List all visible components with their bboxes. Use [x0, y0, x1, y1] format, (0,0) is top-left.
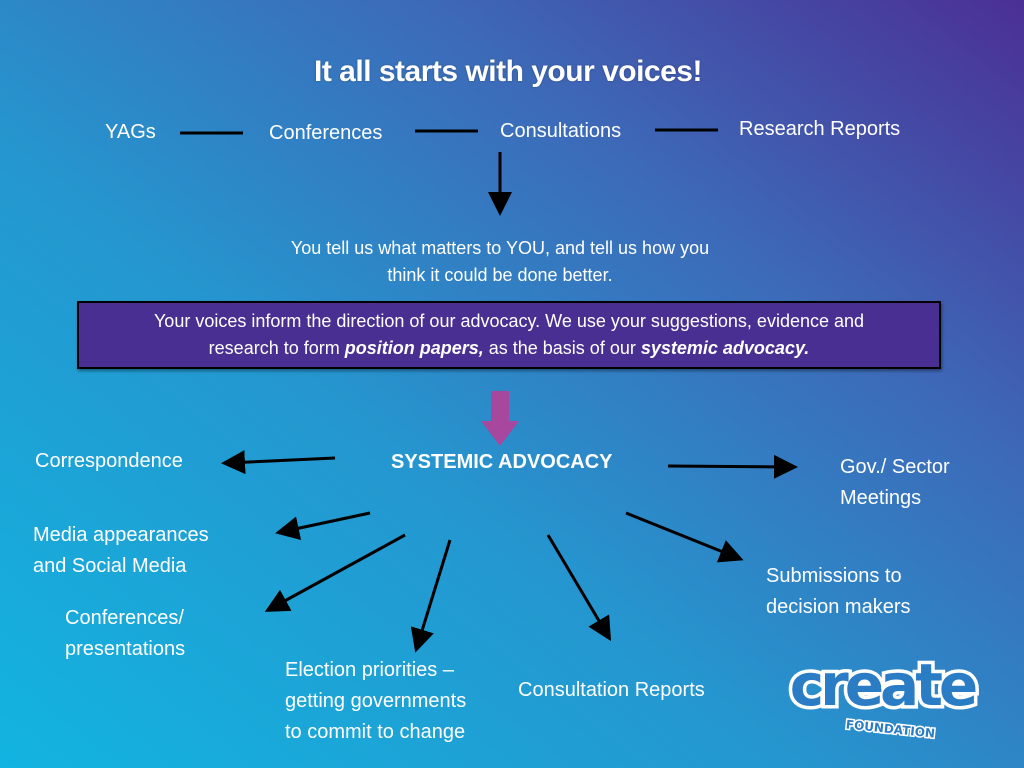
source-conferences: Conferences: [269, 122, 383, 144]
tell-us-line: think it could be done better.: [387, 265, 613, 285]
line: decision makers: [766, 596, 911, 618]
arrow-submissions: [625, 511, 744, 563]
arrow-conferences: [264, 533, 406, 612]
tell-us-line: You tell us what matters to YOU, and tel…: [290, 238, 710, 258]
box-text: as the basis of our: [483, 338, 641, 358]
arrow-gov: [667, 454, 798, 479]
arrow-correspondence: [221, 450, 336, 475]
advocacy-box-text: Your voices inform the direction of our …: [154, 308, 864, 362]
line: Gov./ Sector: [840, 456, 950, 478]
output-media: Media appearances and Social Media: [33, 520, 209, 582]
output-correspondence: Correspondence: [35, 450, 183, 472]
output-submissions: Submissions to decision makers: [766, 561, 911, 623]
line: Media appearances: [33, 524, 209, 546]
bold-wrapper: position papers,: [345, 338, 484, 358]
line: Meetings: [840, 487, 922, 509]
line: Election priorities –: [285, 659, 454, 681]
emphasis-position-papers: position papers,: [344, 338, 484, 358]
output-consultation-reports: Consultation Reports: [518, 679, 705, 701]
line: getting governments: [285, 690, 467, 712]
tell-us-text: You tell us what matters to YOU, and tel…: [200, 235, 800, 289]
bold-wrapper: systemic advocacy.: [641, 338, 809, 358]
center-label: SYSTEMIC ADVOCACY: [391, 451, 613, 473]
line: Submissions to: [766, 565, 902, 587]
line: to commit to change: [285, 721, 466, 743]
source-consultations: Consultations: [500, 120, 622, 142]
arrow-election: [410, 539, 452, 653]
logo-subtitle: FOUNDATION: [845, 717, 935, 740]
box-text: research to form: [208, 338, 345, 358]
advocacy-box: Your voices inform the direction of our …: [77, 301, 941, 369]
output-conferences: Conferences/presentations: [65, 603, 185, 665]
line: presentations: [65, 638, 186, 660]
source-research-reports: Research Reports: [739, 118, 901, 140]
page-title: It all starts with your voices!: [314, 55, 702, 88]
line: Conferences/: [65, 607, 184, 629]
line: and Social Media: [33, 555, 187, 577]
source-yags: YAGs: [105, 121, 156, 143]
emphasis-systemic-advocacy: systemic advocacy.: [640, 338, 810, 358]
create-foundation-logo: create FOUNDATION: [786, 655, 983, 742]
logo-word: create: [790, 655, 976, 719]
box-line: research to form position papers, as the…: [154, 335, 864, 362]
output-election: Election priorities – getting governments…: [285, 655, 466, 748]
magenta-down-arrow: [481, 391, 519, 446]
arrow-media: [275, 511, 371, 540]
box-line: Your voices inform the direction of our …: [153, 311, 865, 331]
arrow-consultation: [546, 534, 612, 642]
